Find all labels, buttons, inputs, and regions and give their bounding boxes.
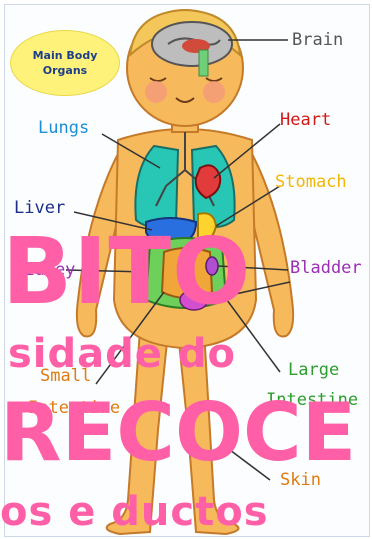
title-line-2: Organs [33, 63, 98, 78]
left-cheek [145, 81, 167, 103]
overlay-line-3: RECOCE [0, 386, 356, 480]
label-bladder: Bladder [290, 258, 362, 278]
label-large-intestine-line1: Large [288, 360, 339, 380]
overlay-line-4: os e ductos [0, 488, 269, 536]
label-liver: Liver [14, 198, 65, 218]
overlay-line-1: BITO [2, 222, 251, 322]
right-cheek [203, 81, 225, 103]
overlay-line-2: sidade do [8, 330, 236, 378]
label-heart: Heart [280, 110, 331, 130]
title-line-1: Main Body [33, 48, 98, 63]
label-brain: Brain [292, 30, 343, 50]
brain-stem [199, 50, 208, 76]
label-stomach: Stomach [275, 172, 347, 192]
label-lungs: Lungs [38, 118, 89, 138]
title-bubble: Main Body Organs [10, 30, 120, 96]
